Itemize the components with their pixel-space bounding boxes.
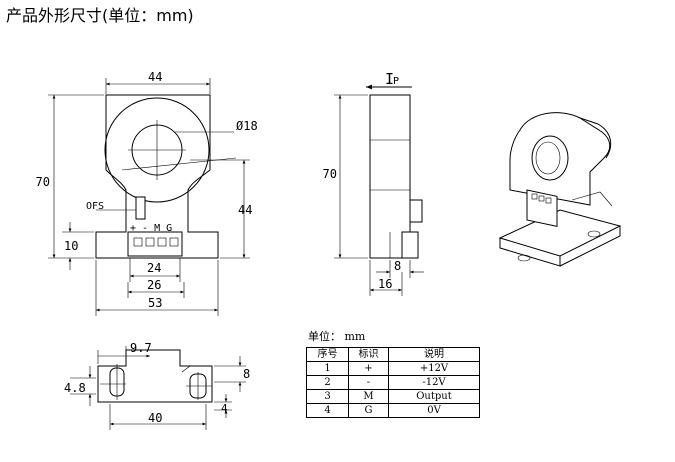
bottom-dim-8: 8: [243, 367, 250, 381]
cell-index: 3: [306, 389, 349, 404]
pin-table-header: 序号 标识 说明: [306, 347, 480, 362]
cell-description: +12V: [388, 361, 480, 376]
current-subscript: P: [393, 76, 399, 87]
dim-pins-26: 26: [147, 278, 161, 292]
front-view: + - M G OFS 44 Ø18 70 44 10 24: [36, 70, 258, 316]
header-description: 说明: [388, 347, 480, 362]
current-label: I: [385, 70, 394, 88]
front-connector: [127, 231, 183, 257]
dim-total-53: 53: [148, 296, 162, 310]
dim-lower-44: 44: [238, 203, 252, 217]
side-dim-16: 16: [378, 277, 392, 291]
cell-index: 4: [306, 403, 349, 418]
table-row: 2 - -12V: [306, 375, 480, 390]
cell-mark: +: [348, 361, 389, 376]
header-mark: 标识: [348, 347, 389, 362]
cell-mark: M: [348, 389, 389, 404]
cell-index: 1: [306, 361, 349, 376]
dim-width-44: 44: [148, 70, 162, 84]
cell-mark: -: [348, 375, 389, 390]
unit-label: 单位： mm: [308, 330, 366, 343]
side-connector: [409, 199, 423, 223]
ofs-label: OFS: [86, 201, 104, 212]
pin-table: 序号 标识 说明 1 + +12V 2 - -12V 3 M Output 4 …: [306, 347, 480, 418]
dim-base-10: 10: [64, 239, 78, 253]
side-dim-70: 70: [323, 167, 337, 181]
bottom-dim-40: 40: [148, 411, 162, 425]
bottom-dim-4-8: 4.8: [64, 381, 86, 395]
bottom-dim-9-7: 9.7: [130, 341, 152, 355]
isometric-view: [498, 112, 622, 267]
cell-description: -12V: [388, 375, 480, 390]
header-index: 序号: [306, 347, 349, 362]
side-dim-8: 8: [394, 259, 401, 273]
dim-diameter: Ø18: [236, 119, 258, 133]
dim-height-70: 70: [36, 175, 50, 189]
page-title: 产品外形尺寸(单位：mm): [6, 6, 194, 25]
cell-description: Output: [388, 389, 480, 404]
pin-labels: + - M G: [130, 223, 172, 234]
bottom-dim-4: 4: [221, 402, 228, 415]
table-row: 1 + +12V: [306, 361, 480, 376]
table-row: 3 M Output: [306, 389, 480, 404]
cell-description: 0V: [388, 403, 480, 418]
cell-mark: G: [348, 403, 389, 418]
front-outer-ring: [104, 97, 210, 203]
bottom-view: 9.7 4.8 8 4 40: [64, 341, 250, 430]
table-row: 4 G 0V: [306, 403, 480, 418]
cell-index: 2: [306, 375, 349, 390]
dim-connector-24: 24: [147, 261, 161, 275]
side-view: I P 70 8 16: [323, 70, 424, 296]
ofs-potentiometer: [135, 196, 146, 220]
